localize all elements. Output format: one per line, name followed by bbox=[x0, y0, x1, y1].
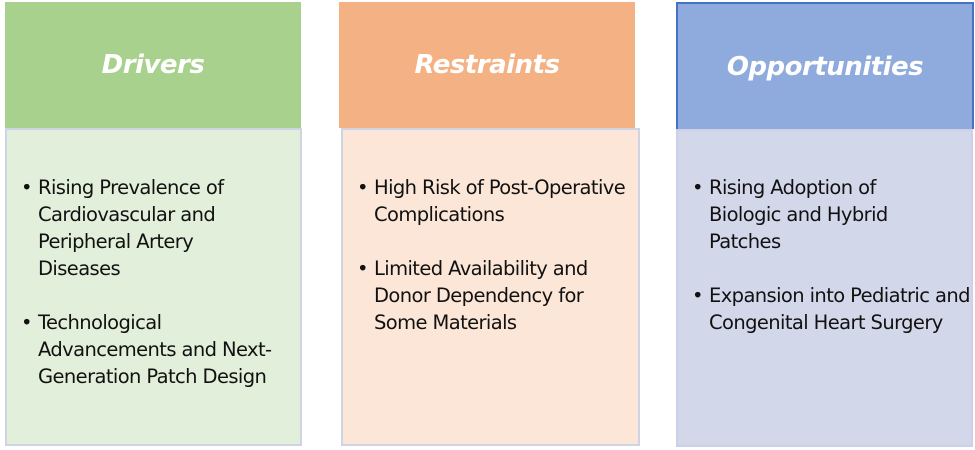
drivers-body: Rising Prevalence of Cardiovascular and … bbox=[5, 128, 302, 446]
restraints-body: High Risk of Post-Operative Complication… bbox=[341, 128, 640, 446]
opportunities-title: Opportunities bbox=[726, 51, 924, 82]
list-item: High Risk of Post-Operative Complication… bbox=[357, 174, 636, 228]
opportunities-list: Rising Adoption of Biologic and Hybrid P… bbox=[692, 174, 970, 336]
restraints-title: Restraints bbox=[414, 50, 560, 80]
drivers-title: Drivers bbox=[101, 50, 205, 80]
drivers-list: Rising Prevalence of Cardiovascular and … bbox=[21, 174, 294, 390]
list-item: Expansion into Pediatric and Congenital … bbox=[692, 282, 971, 336]
list-item: Technological Advancements and Next-Gene… bbox=[21, 309, 278, 390]
list-item: Rising Prevalence of Cardiovascular and … bbox=[21, 174, 263, 282]
list-item: Rising Adoption of Biologic and Hybrid P… bbox=[692, 174, 924, 255]
opportunities-body: Rising Adoption of Biologic and Hybrid P… bbox=[676, 129, 973, 447]
restraints-list: High Risk of Post-Operative Complication… bbox=[357, 174, 632, 336]
opportunities-header: Opportunities bbox=[676, 2, 974, 129]
drivers-header: Drivers bbox=[5, 2, 301, 128]
restraints-header: Restraints bbox=[339, 2, 635, 128]
list-item: Limited Availability and Donor Dependenc… bbox=[357, 255, 624, 336]
